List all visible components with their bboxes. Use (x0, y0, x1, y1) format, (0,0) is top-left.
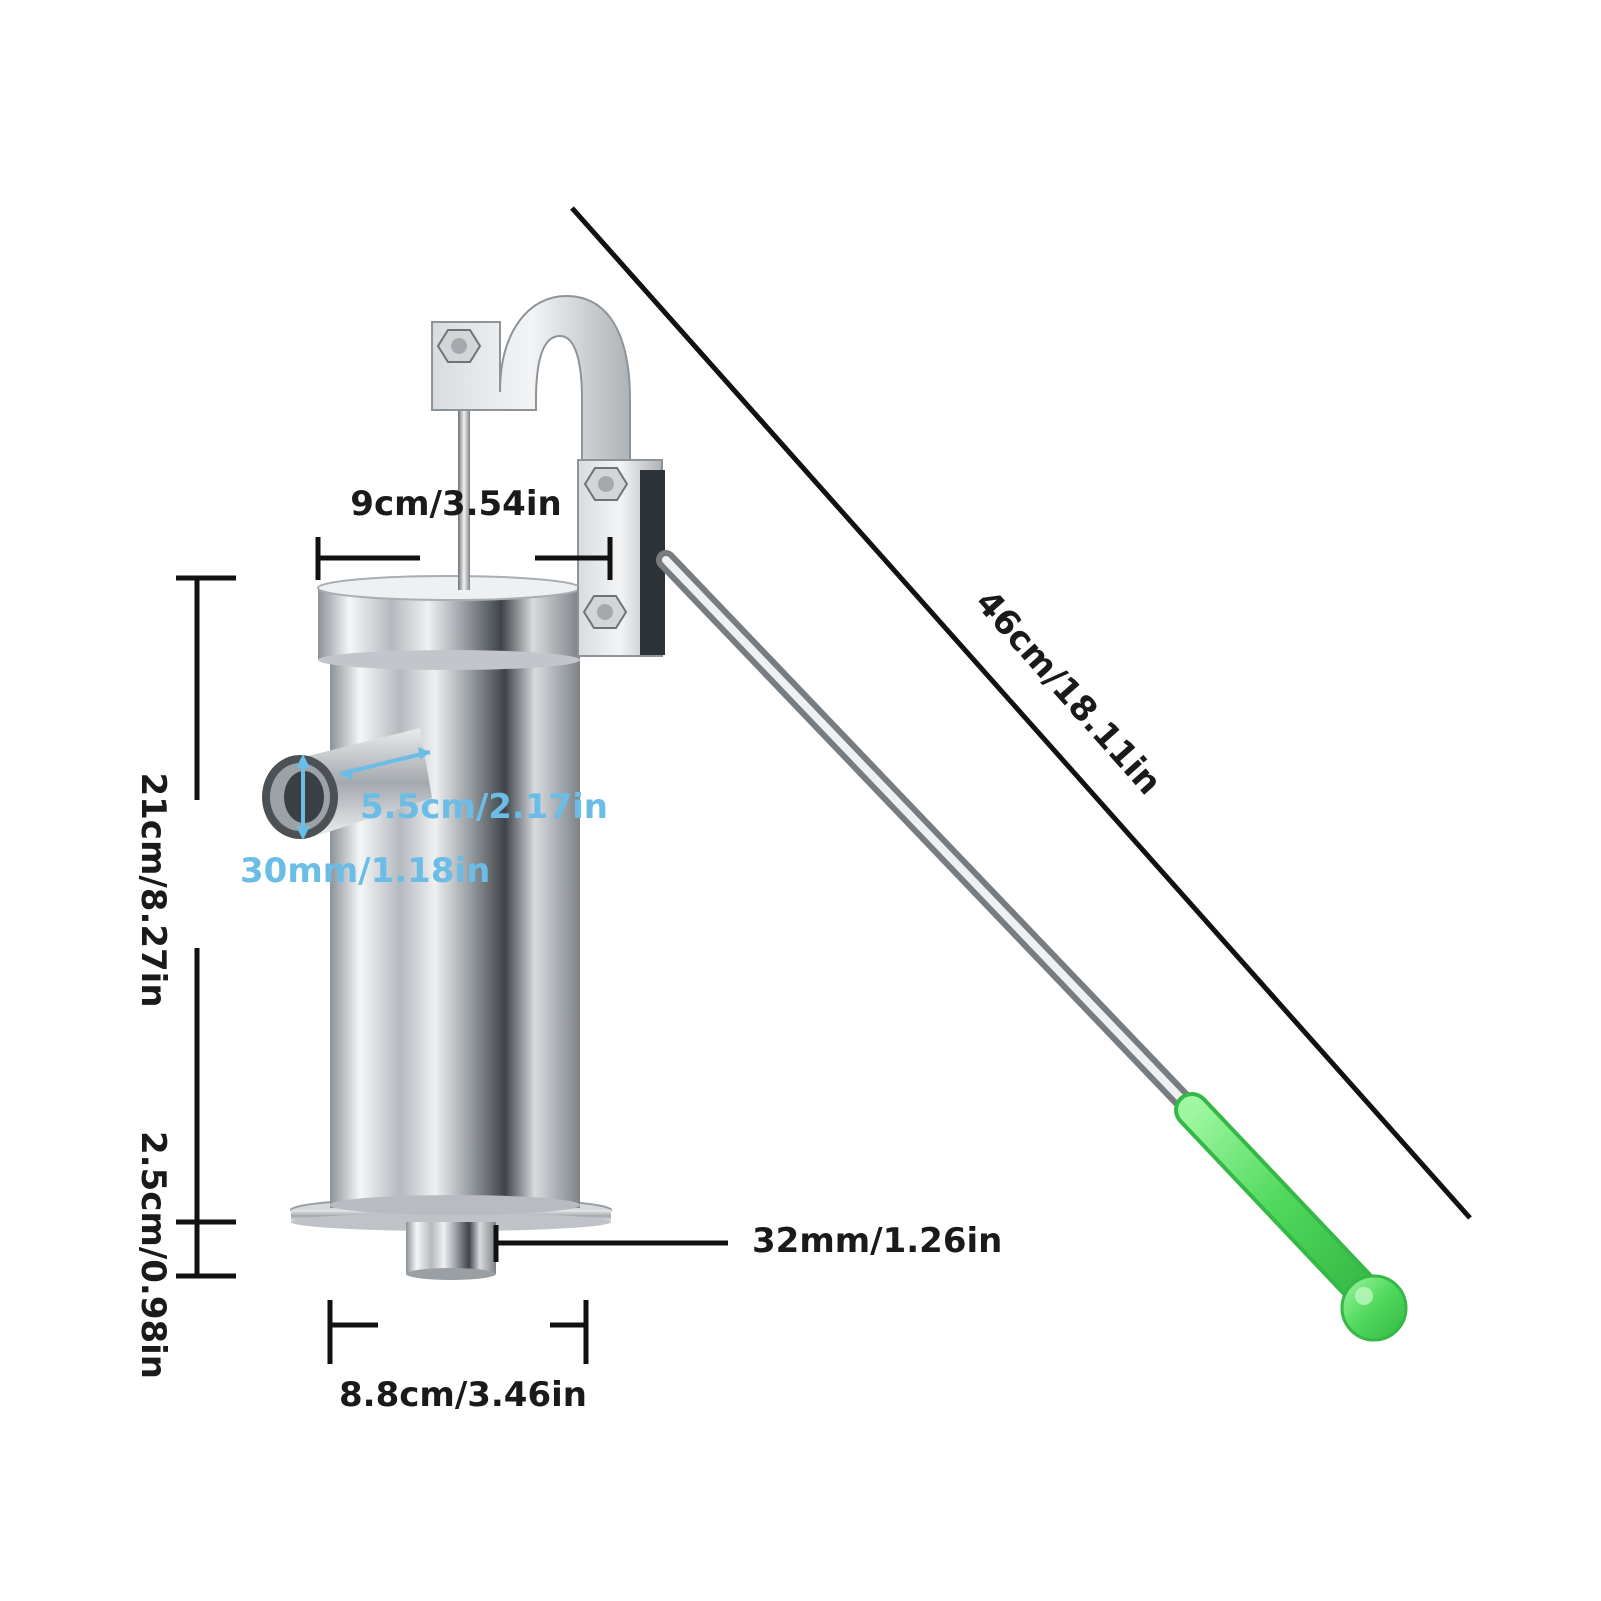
top-width-dimension: 9cm/3.54in (315, 484, 613, 580)
piston-rod (458, 400, 470, 590)
flange-height-label: 2.5cm/0.98in (133, 1131, 173, 1379)
body-height-dimension: 21cm/8.27in (133, 575, 236, 1225)
bolt-icon (582, 595, 628, 629)
spout-length-dimension: 5.5cm/2.17in (339, 747, 608, 827)
pump-handle (656, 550, 1408, 1342)
base-width-label: 8.8cm/3.46in (339, 1375, 587, 1415)
top-width-label: 9cm/3.54in (350, 484, 561, 524)
spout-length-label: 5.5cm/2.17in (360, 787, 608, 827)
flange-height-dimension: 2.5cm/0.98in (133, 1131, 236, 1379)
bolt-icon (583, 467, 629, 501)
base-width-dimension: 8.8cm/3.46in (327, 1300, 589, 1415)
handle-length-dimension: 46cm/18.11in (570, 206, 1472, 1220)
outlet-diameter-dimension: 32mm/1.26in (493, 1221, 1002, 1262)
body-height-label: 21cm/8.27in (133, 772, 173, 1007)
pump-illustration (262, 294, 1408, 1342)
bolt-icon (436, 329, 482, 363)
spout-diameter-label: 30mm/1.18in (240, 851, 490, 891)
handle-grip (1174, 1092, 1408, 1342)
outlet-diameter-label: 32mm/1.26in (752, 1221, 1002, 1261)
spout-diameter-dimension: 30mm/1.18in (240, 754, 490, 891)
outlet-pipe (406, 1222, 496, 1280)
top-cap (317, 575, 581, 670)
side-spout (262, 728, 432, 839)
